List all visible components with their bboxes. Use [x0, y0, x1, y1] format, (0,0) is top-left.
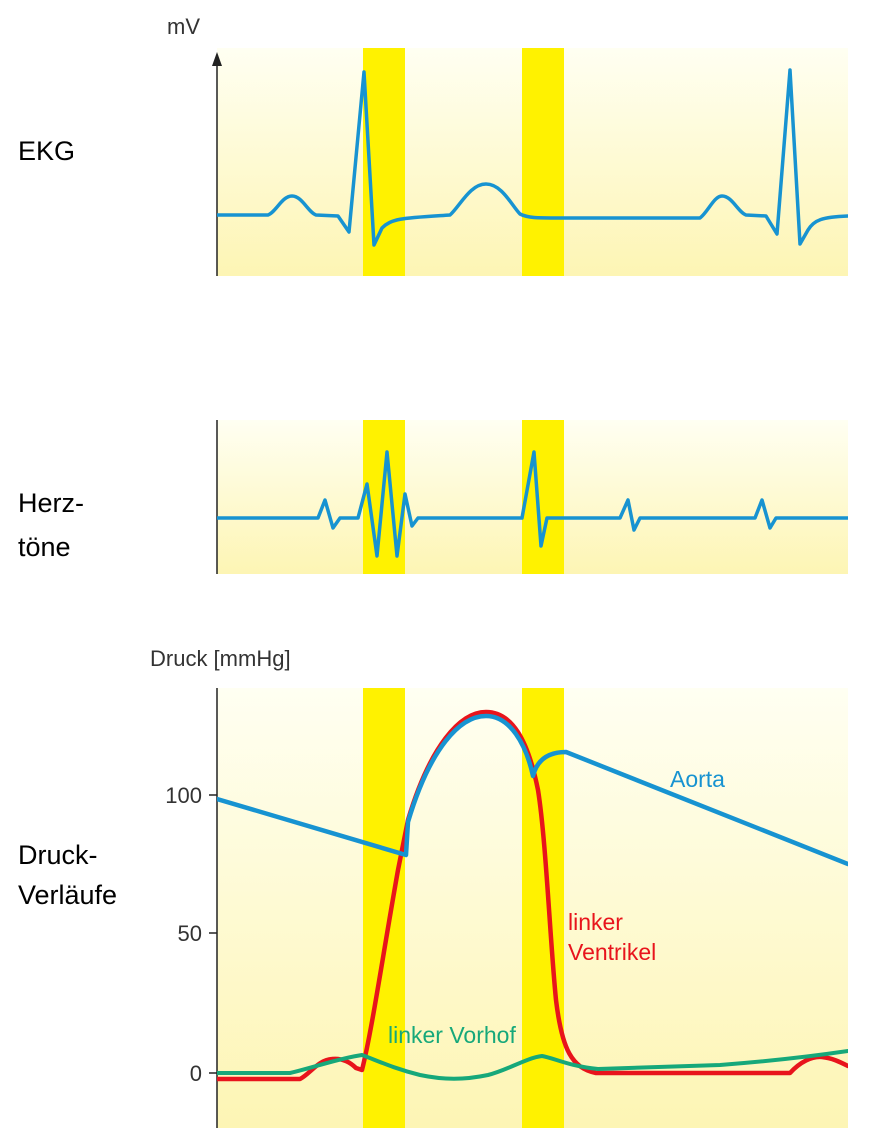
ventrikel-curve-label-line1: linker	[568, 909, 623, 935]
ekg-panel: mV EKG	[18, 14, 848, 276]
ekg-row-label: EKG	[18, 136, 75, 166]
ventrikel-curve-label-line2: Ventrikel	[568, 939, 656, 965]
herztoene-row-label-line1: Herz-	[18, 488, 84, 518]
ekg-highlight-band-2	[522, 48, 564, 276]
druck-row-label-line2: Verläufe	[18, 880, 117, 910]
ekg-trace	[217, 68, 848, 247]
herztoene-row-label-line2: töne	[18, 532, 71, 562]
druck-unit-label: Druck [mmHg]	[150, 646, 291, 671]
herztoene-highlight-band-2	[522, 420, 564, 574]
druck-row-label-line1: Druck-	[18, 840, 98, 870]
vorhof-pressure-curve	[217, 1049, 848, 1081]
ekg-unit-label: mV	[167, 14, 200, 39]
druck-panel: 100 50 0 Druck [mmHg] Druck- Verläufe Ao…	[18, 646, 848, 1128]
herztoene-trace	[217, 450, 848, 558]
vorhof-curve-label: linker Vorhof	[388, 1022, 516, 1048]
druck-tick-label-100: 100	[165, 783, 202, 808]
herztoene-panel: Herz- töne	[18, 420, 848, 574]
ekg-axis-arrow-icon	[212, 52, 222, 66]
druck-highlight-band-1	[363, 688, 405, 1128]
ventrikel-pressure-curve	[217, 709, 848, 1082]
aorta-curve-label: Aorta	[670, 766, 725, 792]
aorta-pressure-curve	[217, 713, 848, 867]
druck-tick-label-0: 0	[190, 1061, 202, 1086]
druck-tick-label-50: 50	[178, 921, 202, 946]
